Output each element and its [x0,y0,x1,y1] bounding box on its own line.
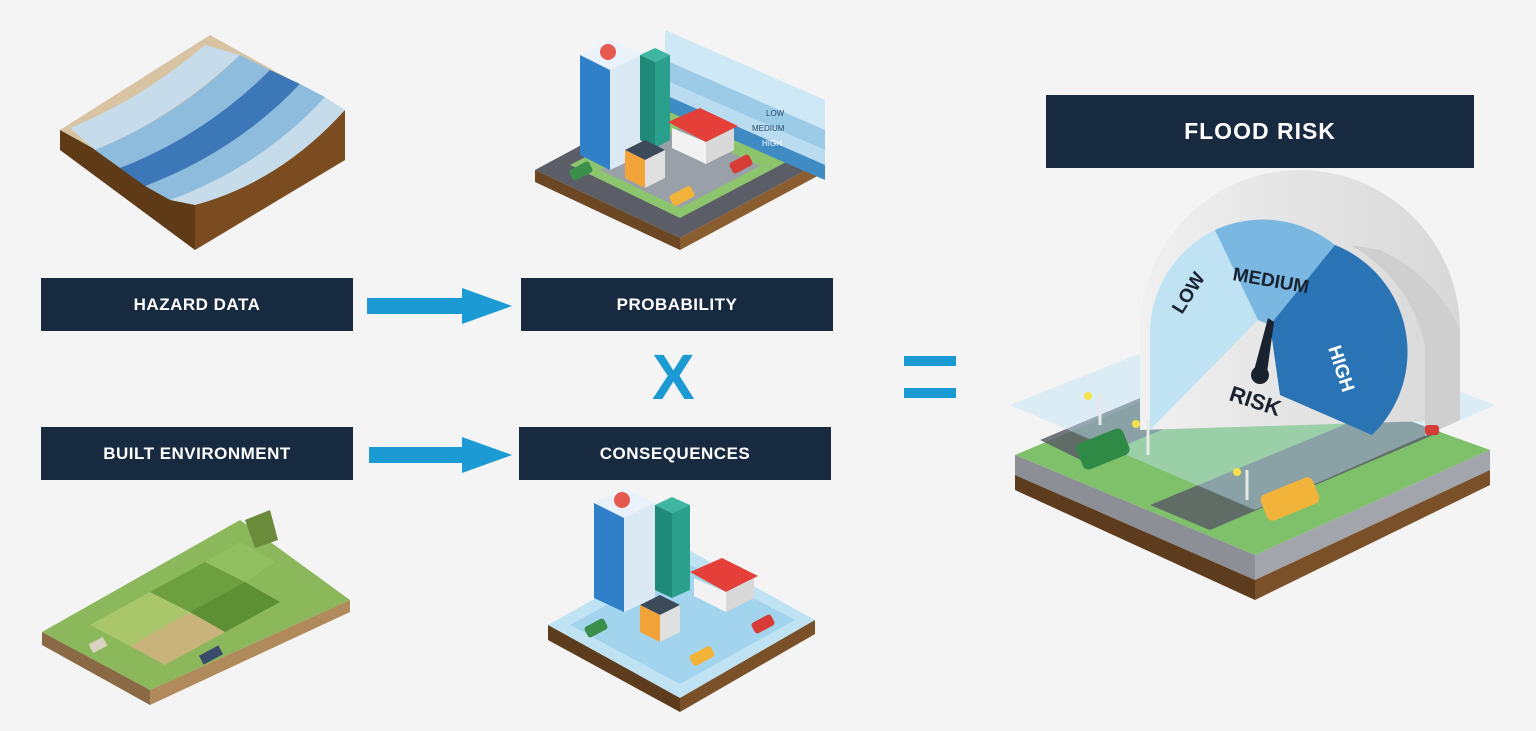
flood-risk-title: FLOOD RISK [1184,118,1336,144]
gauge-risk-label: RISK [1226,381,1284,421]
flood-risk-gauge-illustration [1010,170,1495,600]
built-environment-label: BUILT ENVIRONMENT [103,443,291,463]
built-environment-map-illustration [42,510,350,705]
consequences-box: CONSEQUENCES [519,427,831,480]
probability-label: PROBABILITY [616,294,738,314]
hazard-data-label: HAZARD DATA [133,294,261,314]
gauge-medium-label: MEDIUM [1231,264,1311,298]
gauge-high-label: HIGH [1323,343,1358,395]
equals-sign [904,356,956,398]
multiply-sign: X [652,341,695,413]
city-probability-illustration [535,30,825,250]
hazard-data-box: HAZARD DATA [41,278,353,331]
consequences-label: CONSEQUENCES [599,443,751,463]
built-environment-box: BUILT ENVIRONMENT [41,427,353,480]
city-consequences-illustration [548,488,815,712]
arrow-built-to-consequences [369,437,512,473]
flood-risk-title-box: FLOOD RISK [1046,95,1474,168]
arrow-hazard-to-probability [367,288,512,324]
probability-box: PROBABILITY [521,278,833,331]
gauge-low-label: LOW [1168,269,1209,318]
scale-high-label: HIGH [762,139,782,148]
scale-low-label: LOW [766,109,785,118]
scale-medium-label: MEDIUM [752,124,785,133]
terrain-hazard-illustration [60,35,345,250]
